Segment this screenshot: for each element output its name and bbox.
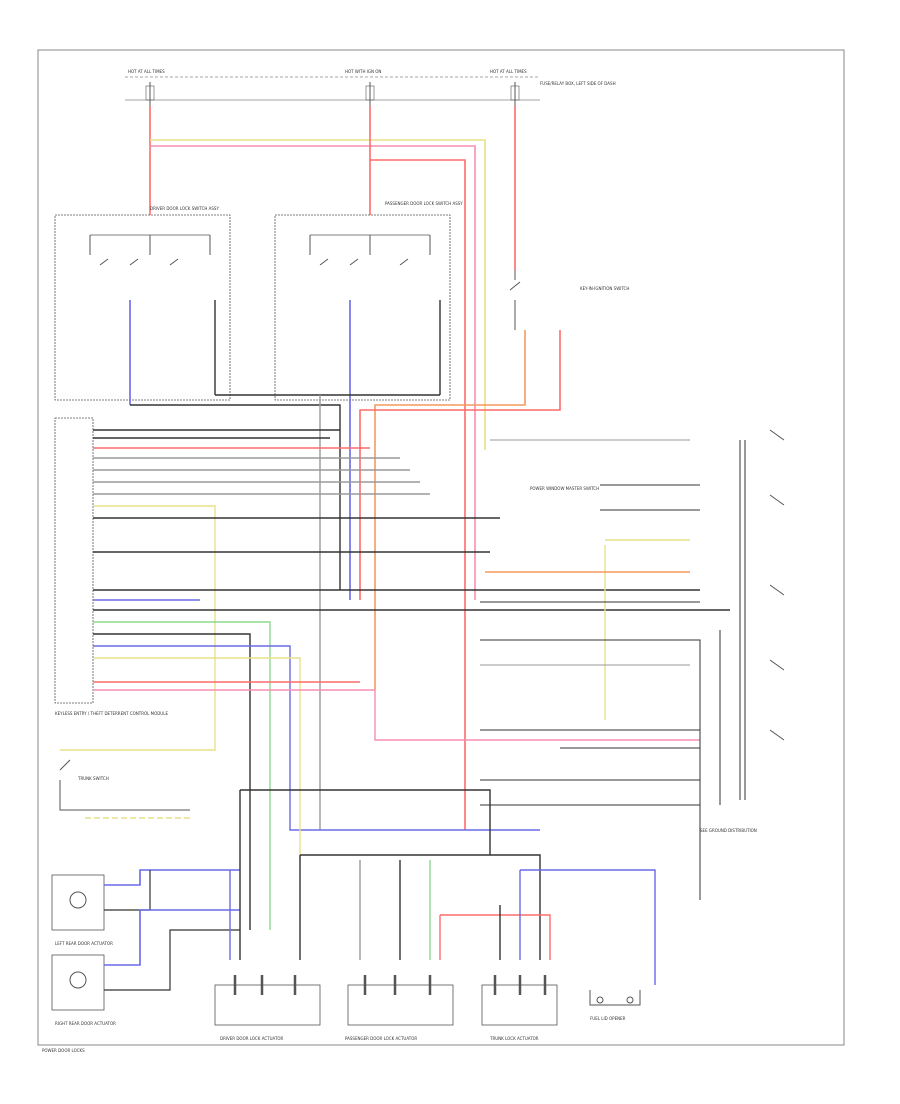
fuse-note-label: FUSE/RELAY BOX, LEFT SIDE OF DASH bbox=[540, 81, 616, 86]
fuse-top-right-label: HOT AT ALL TIMES bbox=[490, 69, 527, 74]
fuse-mid bbox=[365, 82, 375, 106]
key-switch-label: KEY-IN-IGNITION SWITCH bbox=[580, 286, 629, 291]
fuse-top-left-label: HOT AT ALL TIMES bbox=[128, 69, 165, 74]
passenger-door-lock-actuator: PASSENGER DOOR LOCK ACTUATOR bbox=[345, 975, 454, 1041]
lower-harness bbox=[229, 789, 656, 985]
left-rear-door-actuator-label: LEFT REAR DOOR ACTUATOR bbox=[55, 941, 113, 946]
switch-bus bbox=[130, 394, 440, 830]
fuse-top-mid-label: HOT WITH IGN ON bbox=[345, 69, 381, 74]
driver-door-lock-switch: DRIVER DOOR LOCK SWITCH ASSY bbox=[54, 206, 231, 405]
passenger-door-actuator-label: PASSENGER DOOR LOCK ACTUATOR bbox=[345, 1036, 417, 1041]
power-window-master-label: POWER WINDOW MASTER SWITCH bbox=[530, 486, 599, 491]
control-module-label: KEYLESS ENTRY / THEFT DETERRENT CONTROL … bbox=[55, 711, 168, 716]
ground-note-label: SEE GROUND DISTRIBUTION bbox=[700, 828, 757, 833]
passenger-door-lock-switch: PASSENGER DOOR LOCK SWITCH ASSY bbox=[274, 201, 463, 600]
control-module: KEYLESS ENTRY / THEFT DETERRENT CONTROL … bbox=[54, 417, 730, 930]
driver-door-lock-switch-label: DRIVER DOOR LOCK SWITCH ASSY bbox=[150, 206, 219, 211]
fuse-header: HOT AT ALL TIMES HOT WITH IGN ON HOT AT … bbox=[125, 69, 616, 106]
module-pin-wires bbox=[60, 429, 730, 930]
passenger-door-lock-switch-label: PASSENGER DOOR LOCK SWITCH ASSY bbox=[385, 201, 463, 206]
driver-door-actuator-label: DRIVER DOOR LOCK ACTUATOR bbox=[220, 1036, 284, 1041]
trunk-switch-label: TRUNK SWITCH bbox=[77, 776, 109, 781]
fuel-lid-opener-label: FUEL LID OPENER bbox=[590, 1016, 626, 1021]
right-rear-door-actuator: RIGHT REAR DOOR ACTUATOR bbox=[51, 909, 240, 1026]
key-in-ignition-switch: KEY-IN-IGNITION SWITCH bbox=[359, 270, 629, 690]
power-feeds bbox=[149, 106, 516, 830]
fuel-lid-opener: FUEL LID OPENER bbox=[589, 990, 641, 1021]
right-rear-door-actuator-label: RIGHT REAR DOOR ACTUATOR bbox=[55, 1021, 116, 1026]
left-rear-door-actuator: LEFT REAR DOOR ACTUATOR bbox=[51, 869, 240, 946]
fuse-right bbox=[510, 82, 520, 106]
trunk-actuator-label: TRUNK LOCK ACTUATOR bbox=[489, 1036, 539, 1041]
trunk-lock-actuator: TRUNK LOCK ACTUATOR bbox=[481, 975, 558, 1041]
trunk-switch: TRUNK SWITCH bbox=[59, 759, 190, 819]
footer-label: POWER DOOR LOCKS bbox=[42, 1048, 85, 1053]
power-window-master-switch: POWER WINDOW MASTER SWITCH SEE GROUND DI… bbox=[480, 429, 785, 900]
driver-door-lock-actuator: DRIVER DOOR LOCK ACTUATOR bbox=[214, 975, 321, 1041]
fuse-left bbox=[145, 82, 155, 106]
diagram-border bbox=[37, 49, 845, 1046]
